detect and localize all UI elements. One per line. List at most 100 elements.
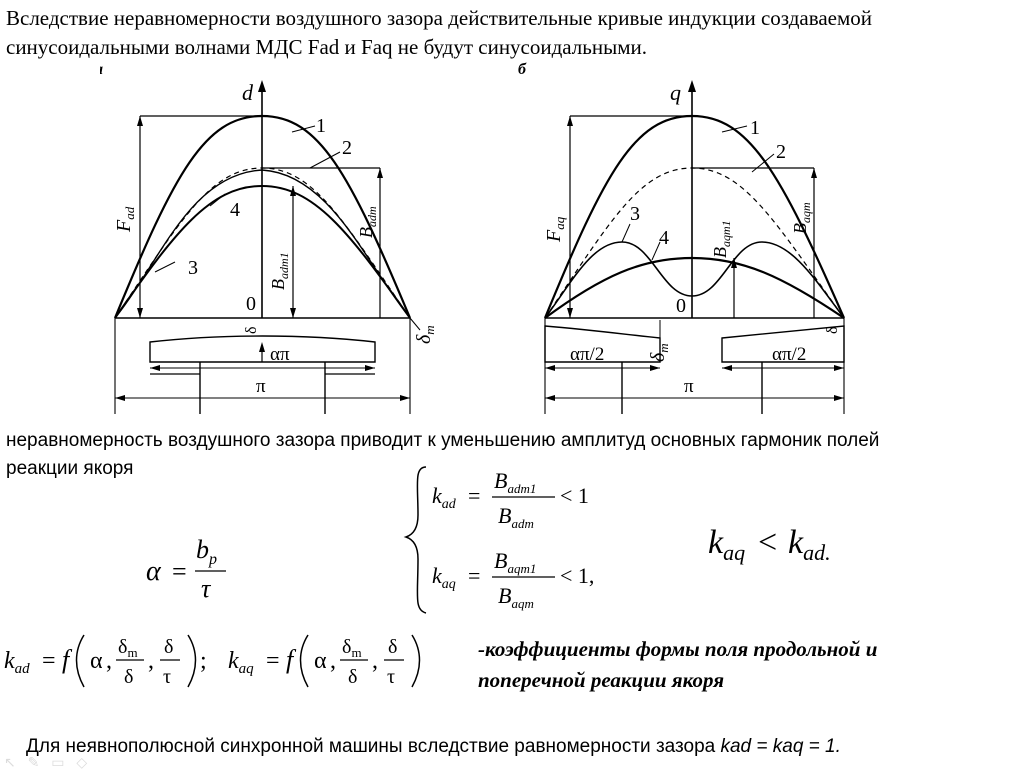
figure-b-fmax-arrow-top bbox=[567, 116, 573, 126]
func-paren-close-2 bbox=[411, 634, 421, 688]
kaq-den: Baqm bbox=[498, 583, 534, 611]
figure-b-b1-arrow-top bbox=[731, 258, 737, 268]
figure-a-delta-m: δm bbox=[413, 325, 437, 344]
func-delta-2b: δ bbox=[388, 636, 397, 658]
figure-b-origin: 0 bbox=[676, 295, 686, 317]
func-comma-1a: , bbox=[106, 648, 112, 674]
figure-b-half-arrow-lr bbox=[650, 365, 660, 371]
figure-b-fmax-label: Faq bbox=[543, 216, 567, 243]
figure-b-curve-label-1: 1 bbox=[750, 117, 760, 139]
figure-b-panel-label: б bbox=[518, 62, 527, 78]
figure-a-axis-label: d bbox=[242, 80, 254, 105]
kaq-num: Baqm1 bbox=[494, 548, 536, 576]
system-brace bbox=[403, 466, 427, 614]
alpha-den: τ bbox=[201, 574, 212, 603]
figure-b-curve-3 bbox=[544, 241, 845, 319]
figure-b-pi-arrow-l bbox=[545, 395, 555, 401]
caption-line-1: -коэффициенты формы поля продольной и bbox=[478, 637, 878, 661]
func-paren-close-1 bbox=[187, 634, 197, 688]
kad-eq: = bbox=[468, 483, 480, 508]
figure-a-fmax-label: Fad bbox=[113, 206, 137, 233]
figure-a-leader-4 bbox=[209, 193, 226, 207]
kad-num: Badm1 bbox=[494, 468, 536, 496]
para2-line-2: реакции якоря bbox=[6, 458, 134, 479]
intro-paragraph: Вследствие неравномерности воздушного за… bbox=[6, 4, 1026, 62]
figure-a-curve-label-1: 1 bbox=[316, 115, 326, 137]
figure-a-curve-3 bbox=[114, 169, 411, 319]
func-comma-1b: , bbox=[148, 648, 154, 674]
figure-b-alpha-pi-half-right: απ/2 bbox=[772, 344, 806, 365]
figure-a-leader-1 bbox=[291, 125, 316, 133]
final-statement: Для неявнополюсной синхронной машины всл… bbox=[26, 734, 1026, 760]
figure-a-pi: π bbox=[256, 376, 266, 397]
kaq-eq: = bbox=[468, 563, 480, 588]
figure-b-half-arrow-rl bbox=[722, 365, 732, 371]
figure-a-pi-arrow-r bbox=[400, 395, 410, 401]
figure-a-curve-4 bbox=[114, 184, 411, 319]
figure-a-pi-arrow-l bbox=[115, 395, 125, 401]
func-deltam-2: δm bbox=[342, 636, 362, 660]
kaq-formula: kaq = Baqm1 Baqm < 1, bbox=[432, 548, 594, 611]
figure-a-axis-arrow bbox=[258, 80, 266, 92]
figure-a-alpha-pi-arrow-r bbox=[365, 365, 375, 371]
figure-b-axis-arrow bbox=[688, 80, 696, 92]
figure-b-curve-label-3: 3 bbox=[630, 203, 640, 225]
final-text: Для неявнополюсной синхронной машины всл… bbox=[26, 736, 721, 757]
figure-a-b1-arrow-top bbox=[290, 186, 296, 196]
kad-den: Badm bbox=[498, 503, 534, 531]
func-paren-open-2 bbox=[299, 634, 309, 688]
figure-a-pole-shoe bbox=[149, 335, 376, 363]
figure-b-pi-arrow-r bbox=[834, 395, 844, 401]
func-tau-2: τ bbox=[387, 666, 395, 688]
figure-b-pole-shoe-left bbox=[544, 325, 661, 363]
figure-a-center-arrowhead bbox=[259, 342, 265, 352]
func-paren-open-1 bbox=[75, 634, 85, 688]
figure-b-pi: π bbox=[684, 376, 694, 397]
figure-b-curve-label-4: 4 bbox=[659, 227, 669, 249]
figure-a-delta: δ bbox=[243, 326, 260, 334]
figure-a-origin: 0 bbox=[246, 293, 256, 315]
func-comma-2b: , bbox=[372, 648, 378, 674]
compare-rel: < bbox=[758, 524, 777, 561]
figure-b-half-arrow-ll bbox=[545, 365, 555, 371]
compare-right: kad. bbox=[788, 524, 831, 565]
final-equation: kad = kaq = 1. bbox=[720, 736, 841, 757]
figure-b-delta-m: δm bbox=[647, 343, 671, 362]
figure-a-curve-label-4: 4 bbox=[230, 199, 240, 221]
functional-formula: kad = f α , δm δ , δ τ ; kaq = f α , δm … bbox=[4, 634, 421, 688]
figure-a-alpha-pi: απ bbox=[270, 344, 290, 365]
kad-rel: < 1 bbox=[560, 483, 589, 508]
func-delta-2: δ bbox=[348, 666, 357, 688]
figure-b-leader-4 bbox=[651, 241, 661, 261]
alpha-eq: = bbox=[172, 557, 187, 586]
figure-b-leader-2 bbox=[751, 153, 775, 173]
figure-b-bm-label: Baqm bbox=[790, 202, 813, 234]
kad-formula: kad = Badm1 Badm < 1 bbox=[432, 468, 589, 531]
figure-a: а d Fad Badm1 Badm 1 2 3 4 0 δ δm απ bbox=[100, 62, 437, 414]
kad-k: kad bbox=[432, 483, 457, 512]
intro-line-1: Вследствие неравномерности воздушного за… bbox=[6, 6, 873, 30]
figure-a-fmax-arrow-top bbox=[137, 116, 143, 126]
slideshow-toolbar[interactable]: ↖ ✎ ▭ ◇ bbox=[4, 754, 92, 770]
compare-formula: kaq < kad. bbox=[708, 524, 831, 565]
figure-b-axis-label: q bbox=[670, 80, 681, 105]
func-delta-1b: δ bbox=[164, 636, 173, 658]
figure-a-curve-label-2: 2 bbox=[342, 137, 352, 159]
figure-a-alpha-pi-arrow-l bbox=[150, 365, 160, 371]
figure-a-delta-m-leader bbox=[409, 317, 421, 331]
formulas: α = bp τ kad = Badm1 Badm < 1 kaq = Baqm… bbox=[4, 466, 831, 688]
armature-reaction-paragraph: неравномерность воздушного зазора привод… bbox=[6, 427, 1021, 483]
func-eq-2: = bbox=[266, 648, 280, 674]
figure-b-leader-1 bbox=[721, 125, 748, 133]
figure-b-bm-arrow-top bbox=[811, 168, 817, 178]
figure-a-curve-label-3: 3 bbox=[188, 257, 198, 279]
compare-left: kaq bbox=[708, 524, 745, 565]
func-deltam-1: δm bbox=[118, 636, 138, 660]
alpha-num: bp bbox=[196, 535, 217, 568]
figure-b-half-arrow-rr bbox=[834, 365, 844, 371]
figure-a-leader-2 bbox=[309, 151, 341, 169]
func-kaq: kaq bbox=[228, 648, 254, 677]
figure-a-fmax-arrow-bottom bbox=[137, 308, 143, 318]
figure-a-bm-label: Badm bbox=[356, 206, 379, 238]
figure-b-b1-label: Baqm1 bbox=[710, 220, 733, 258]
